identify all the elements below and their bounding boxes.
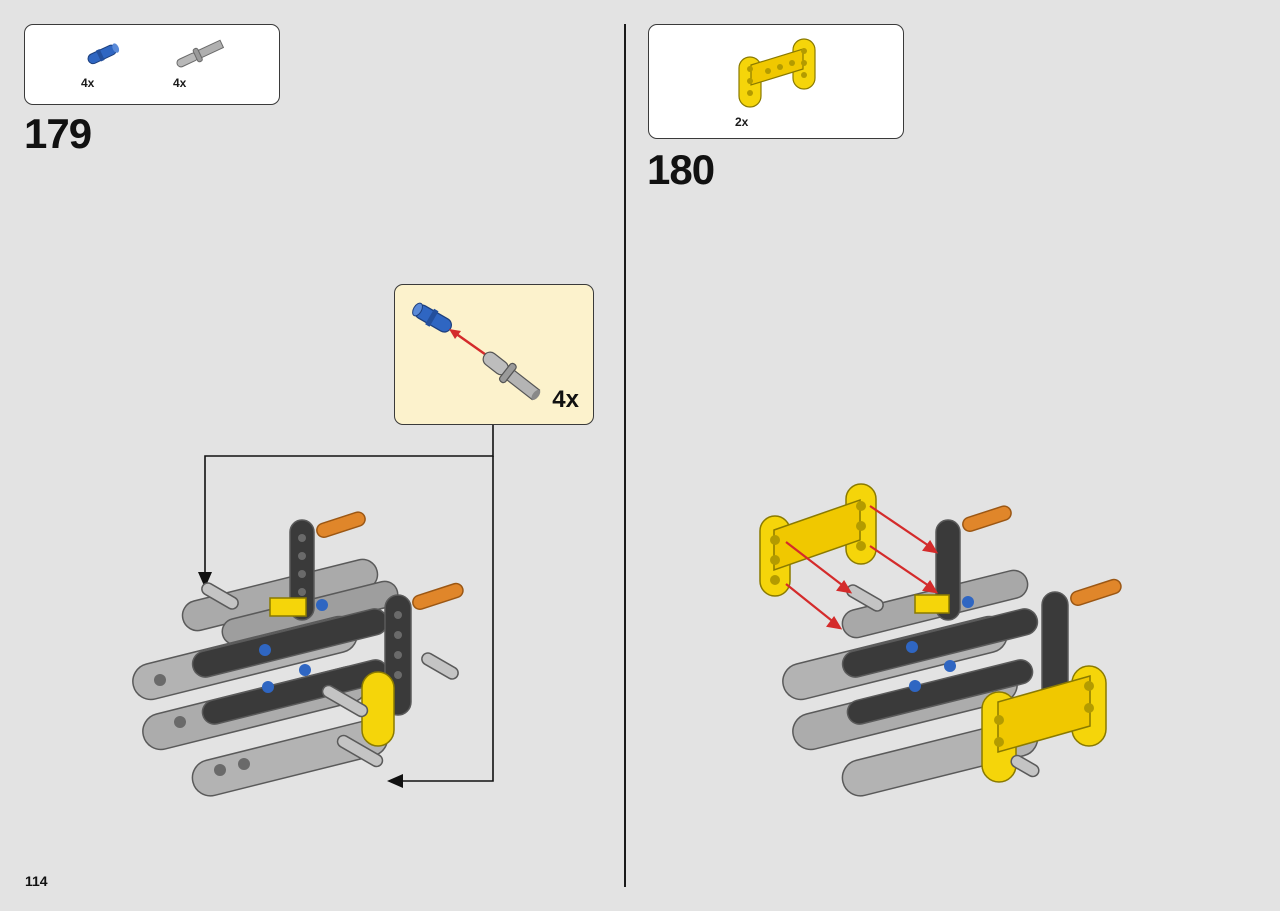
sub-assembly-callout: 4x	[394, 284, 594, 425]
part-qty-blue-pin: 4x	[81, 76, 95, 90]
page-divider	[624, 24, 626, 887]
callout-qty: 4x	[552, 386, 579, 413]
parts-box-step-180: 2x	[648, 24, 904, 139]
callout-gray-axle-pin-icon	[482, 351, 541, 401]
part-qty-gray-axle-pin: 4x	[173, 76, 187, 90]
yellow-h-frame-icon	[738, 38, 816, 108]
step-number-179: 179	[24, 110, 92, 157]
parts-box-step-179: 4x 4x	[24, 24, 280, 105]
gray-axle-pin-icon	[176, 39, 225, 68]
step-number-180: 180	[647, 146, 715, 193]
callout-blue-pin-icon	[412, 302, 452, 333]
part-qty-yellow-h-frame: 2x	[735, 115, 749, 129]
blue-pin-icon	[87, 43, 120, 65]
page-number: 114	[25, 873, 48, 889]
model-illustration-step-179	[132, 511, 464, 797]
assembly-arrow-icon	[449, 329, 490, 359]
model-illustration-step-180	[759, 483, 1122, 797]
